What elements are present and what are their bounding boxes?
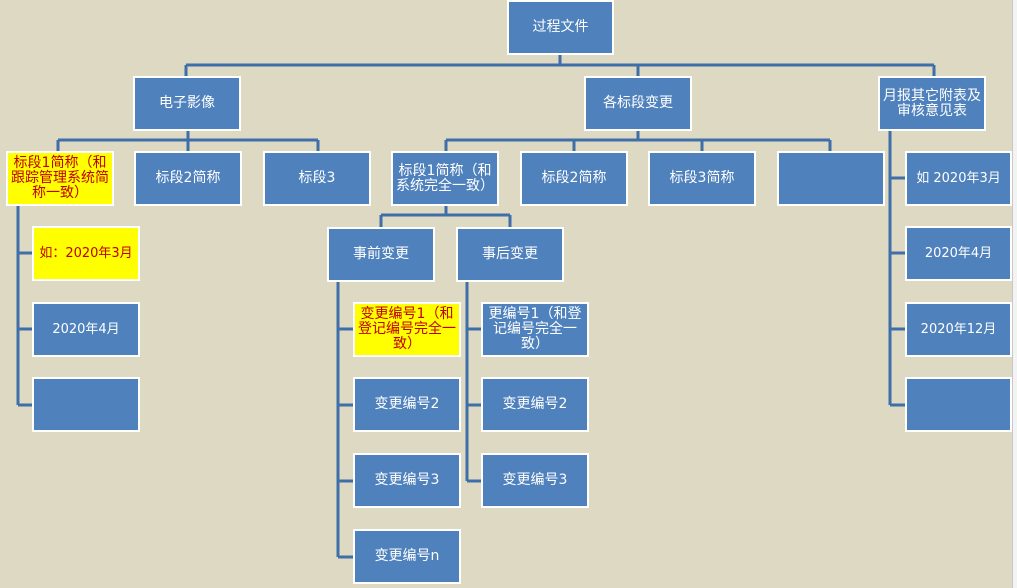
connector-changes bbox=[444, 130, 832, 152]
node-pre-item-2[interactable]: 变更编号2 bbox=[353, 377, 461, 432]
node-mr-month-1[interactable]: 如 2020年3月 bbox=[905, 151, 1012, 206]
node-ch-section-1[interactable]: 标段1简称（和系统完全一致） bbox=[391, 151, 499, 206]
node-section-changes[interactable]: 各标段变更 bbox=[584, 76, 692, 131]
node-ch-section-2[interactable]: 标段2简称 bbox=[520, 151, 628, 206]
node-ei-section-3[interactable]: 标段3 bbox=[263, 151, 371, 206]
connector-post bbox=[465, 281, 483, 483]
connector-pre bbox=[336, 281, 355, 559]
node-mr-month-4[interactable] bbox=[905, 377, 1012, 432]
node-pre-item-4[interactable]: 变更编号n bbox=[353, 529, 461, 584]
node-pre-change[interactable]: 事前变更 bbox=[327, 227, 435, 282]
node-ei-month-1[interactable]: 如：2020年3月 bbox=[32, 226, 140, 281]
node-ch-section-3[interactable]: 标段3简称 bbox=[648, 151, 756, 206]
node-ei-section-1[interactable]: 标段1简称（和跟踪管理系统简称一致） bbox=[6, 151, 114, 206]
node-ei-section-2[interactable]: 标段2简称 bbox=[134, 151, 242, 206]
root-node[interactable]: 过程文件 bbox=[507, 0, 614, 55]
node-post-item-1[interactable]: 更编号1（和登记编号完全一致） bbox=[481, 302, 589, 357]
node-ch-section-4[interactable] bbox=[777, 151, 885, 206]
sheet-scroll-edge bbox=[1012, 0, 1017, 588]
connector-changes-s1 bbox=[379, 205, 512, 228]
node-post-change[interactable]: 事后变更 bbox=[456, 227, 564, 282]
node-pre-item-1[interactable]: 变更编号1（和登记编号完全一致） bbox=[353, 302, 461, 357]
node-mr-month-3[interactable]: 2020年12月 bbox=[905, 302, 1012, 357]
node-ei-month-3[interactable] bbox=[32, 377, 140, 432]
connector-root bbox=[184, 55, 936, 78]
connector-monthly bbox=[888, 130, 906, 407]
node-monthly-reports[interactable]: 月报其它附表及审核意见表 bbox=[878, 76, 986, 131]
node-ei-month-2[interactable]: 2020年4月 bbox=[32, 302, 140, 357]
node-post-item-2[interactable]: 变更编号2 bbox=[481, 377, 589, 432]
connector-electronic-months bbox=[16, 205, 34, 407]
node-pre-item-3[interactable]: 变更编号3 bbox=[353, 453, 461, 508]
connector-electronic bbox=[56, 130, 320, 152]
node-electronic-images[interactable]: 电子影像 bbox=[133, 76, 241, 131]
node-mr-month-2[interactable]: 2020年4月 bbox=[905, 226, 1012, 281]
node-post-item-3[interactable]: 变更编号3 bbox=[481, 453, 589, 508]
